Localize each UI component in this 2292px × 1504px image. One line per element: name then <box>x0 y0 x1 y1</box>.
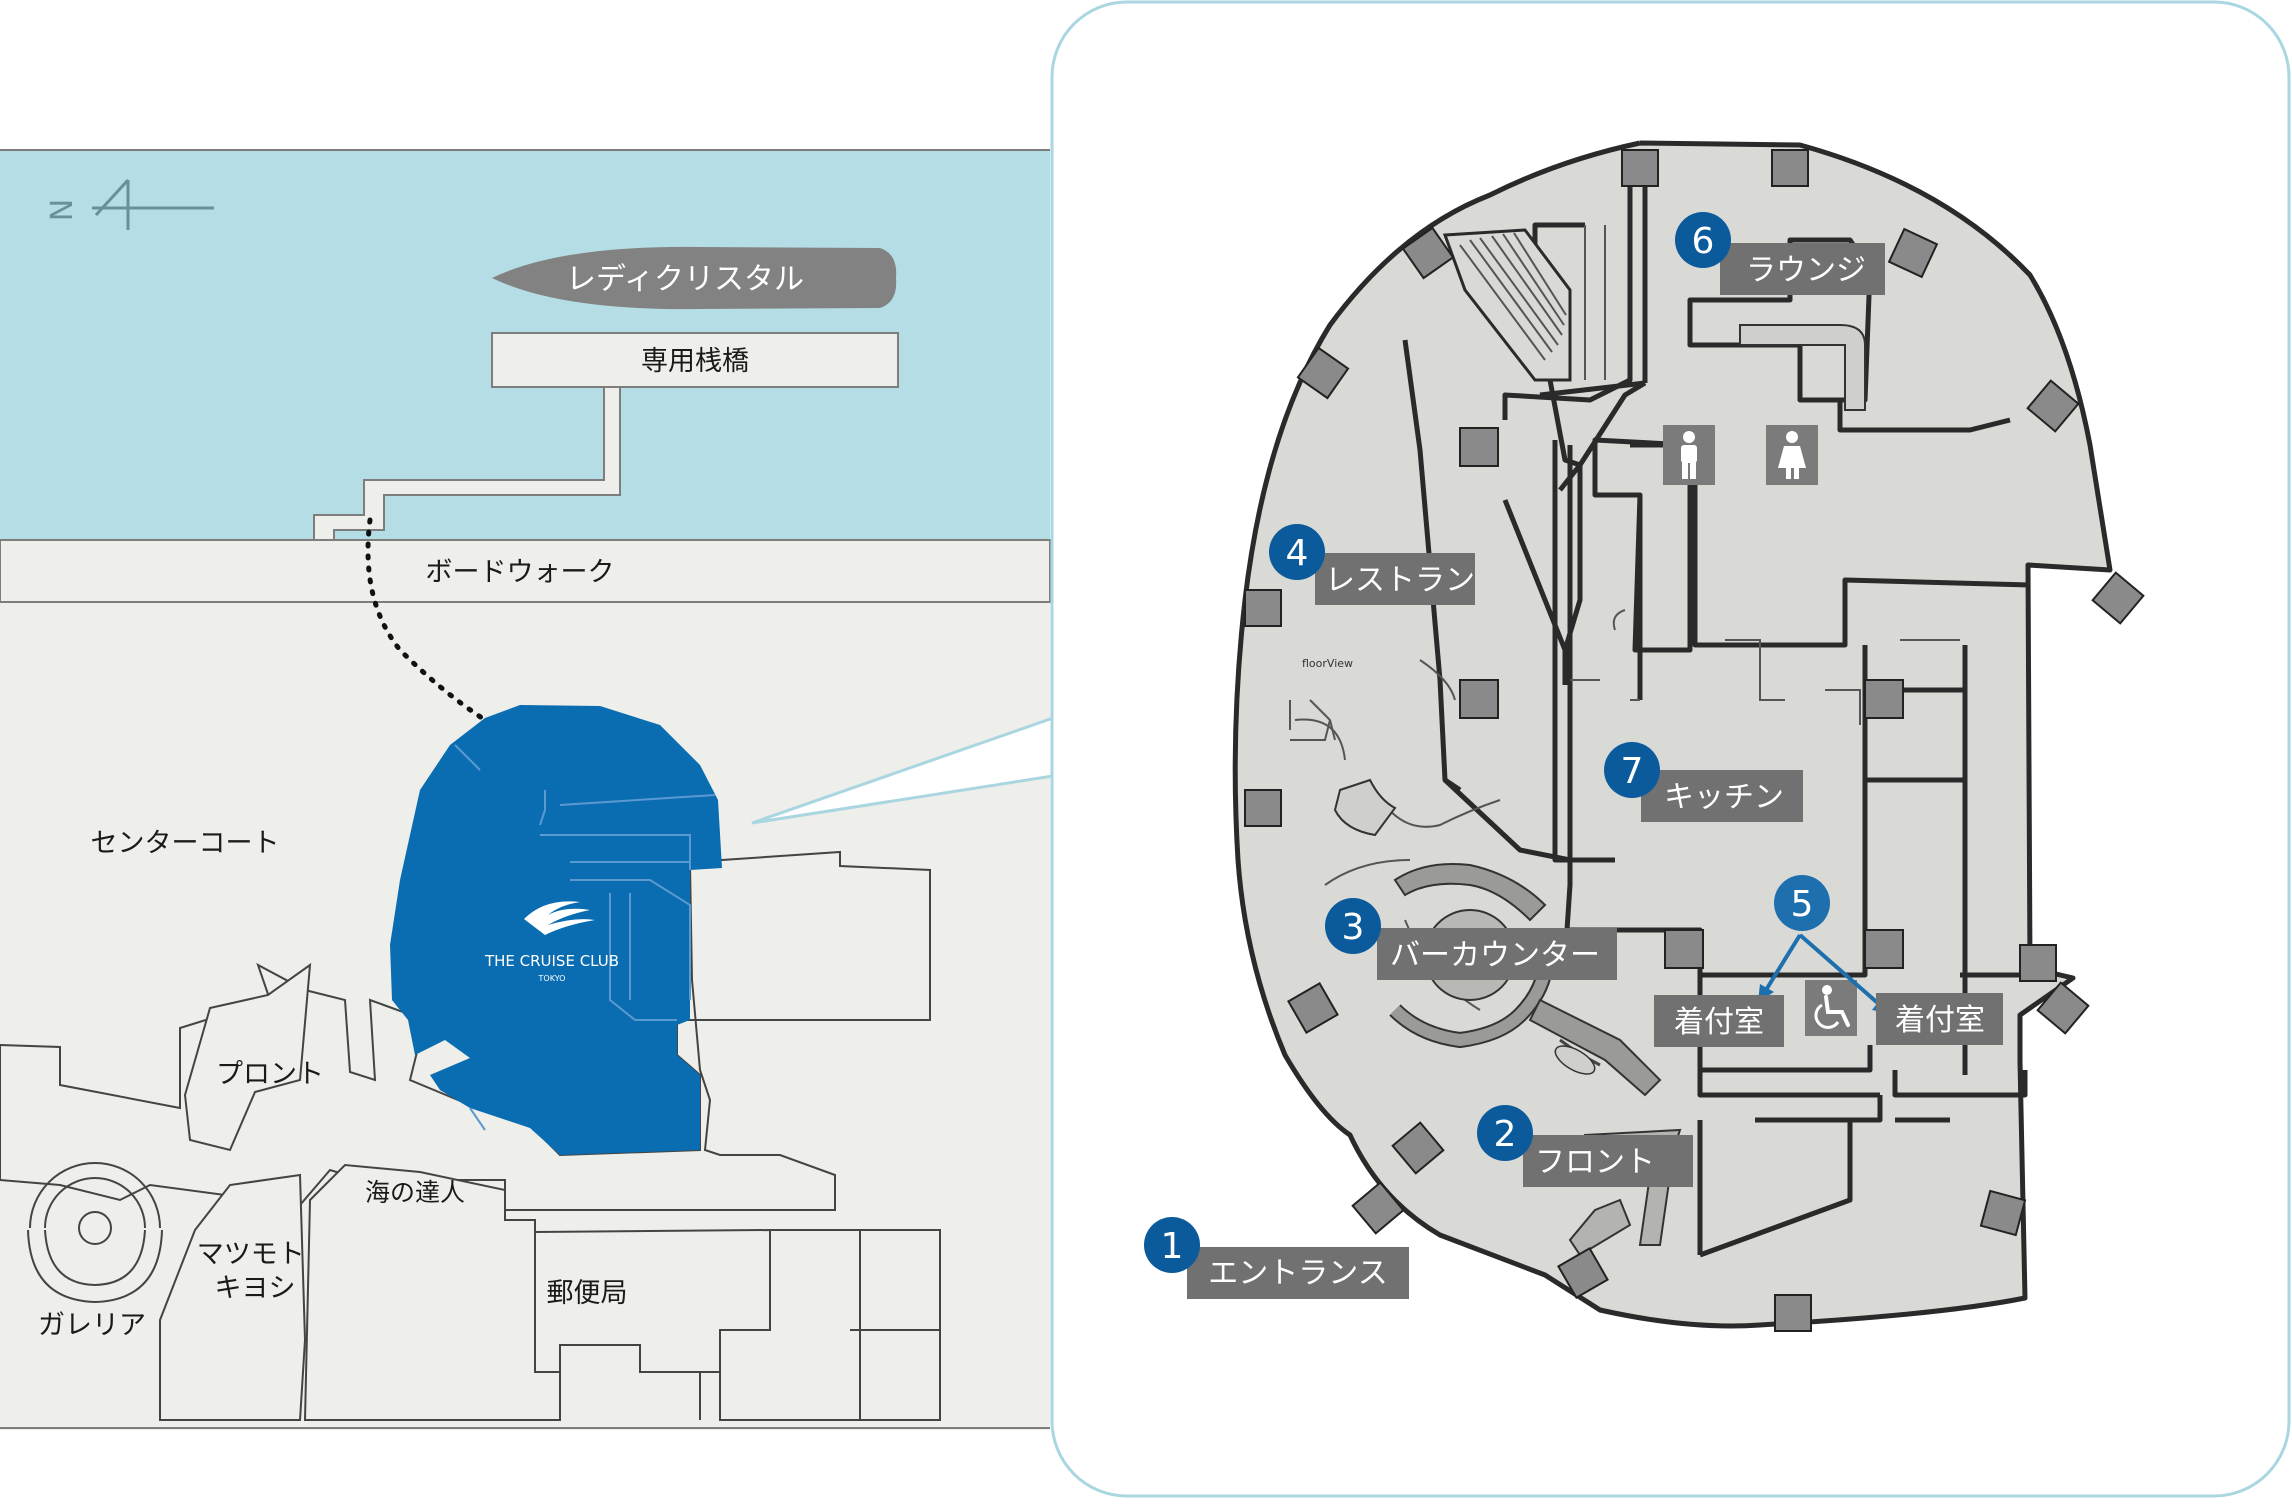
svg-text:フロント: フロント <box>1535 1145 1655 1180</box>
room-marker-kitchen: キッチン 7 <box>1604 742 1803 822</box>
center-court-label: センターコート <box>91 828 280 859</box>
svg-text:着付室: 着付室 <box>1674 1005 1764 1040</box>
front-shop-label: プロント <box>216 1059 324 1090</box>
svg-text:エントランス: エントランス <box>1208 1256 1387 1291</box>
svg-text:ラウンジ: ラウンジ <box>1746 253 1866 288</box>
piano-icon <box>1333 778 1397 837</box>
ship-label: レディクリスタル <box>566 262 804 297</box>
room-marker-front: フロント 2 <box>1477 1105 1693 1187</box>
svg-text:THE CRUISE CLUB: THE CRUISE CLUB <box>484 952 619 970</box>
umi-no-tatsujin-label: 海の達人 <box>365 1178 465 1207</box>
galleria-spiral <box>27 1162 163 1304</box>
svg-text:3: 3 <box>1342 907 1365 948</box>
outer-wall <box>1232 140 2113 1329</box>
boardwalk <box>0 539 1051 603</box>
svg-text:7: 7 <box>1621 751 1644 792</box>
room-marker-entrance: エントランス 1 <box>1144 1217 1409 1299</box>
pier-label: 専用桟橋 <box>641 346 749 377</box>
floorview-caption: floorView <box>1302 657 1353 670</box>
svg-text:着付室: 着付室 <box>1895 1003 1985 1038</box>
venue-interior-lines <box>454 744 716 1131</box>
pier-walkway <box>313 384 621 541</box>
wheelchair-accessible-icon <box>1805 980 1857 1036</box>
female-restroom-icon <box>1766 425 1818 485</box>
svg-text:TOKYO: TOKYO <box>538 974 566 983</box>
surrounding-buildings <box>0 850 941 1421</box>
svg-text:5: 5 <box>1791 884 1814 925</box>
venue-logo: THE CRUISE CLUB TOKYO <box>484 901 619 983</box>
staircase <box>1442 225 1606 382</box>
floor-plan-panel: floorView エントランス 1 フロント 2 バーカウンター 3 <box>1050 0 2291 1498</box>
post-office-label: 郵便局 <box>547 1278 628 1309</box>
north-compass-icon: N <box>45 178 214 230</box>
male-restroom-icon <box>1663 425 1715 485</box>
svg-text:N: N <box>45 199 80 221</box>
room-marker-bar-counter: バーカウンター 3 <box>1325 898 1617 980</box>
svg-text:2: 2 <box>1494 1114 1517 1155</box>
svg-text:1: 1 <box>1161 1226 1184 1267</box>
overview-map: ボードウォーク N 専用桟橋 レディクリスタル <box>0 149 1055 1430</box>
private-pier <box>491 332 899 388</box>
room-marker-restaurant: レストラン 4 <box>1269 524 1475 605</box>
lounge-bar <box>1739 324 1866 411</box>
svg-text:バーカウンター: バーカウンター <box>1390 938 1600 973</box>
boardwalk-label: ボードウォーク <box>426 557 615 588</box>
room-marker-lounge: ラウンジ 6 <box>1675 212 1885 295</box>
svg-text:4: 4 <box>1286 533 1309 574</box>
structural-columns <box>1244 149 2145 1332</box>
room-marker-dressing-room: 5 着付室 着付室 <box>1654 875 2003 1047</box>
galleria-label: ガレリア <box>38 1310 146 1341</box>
svg-text:6: 6 <box>1692 221 1715 262</box>
svg-text:キッチン: キッチン <box>1664 780 1784 815</box>
ship-lady-crystal <box>492 246 897 310</box>
svg-text:レストラン: レストラン <box>1325 563 1475 598</box>
matsumoto-kiyoshi-label: マツモト キヨシ <box>197 1239 314 1304</box>
